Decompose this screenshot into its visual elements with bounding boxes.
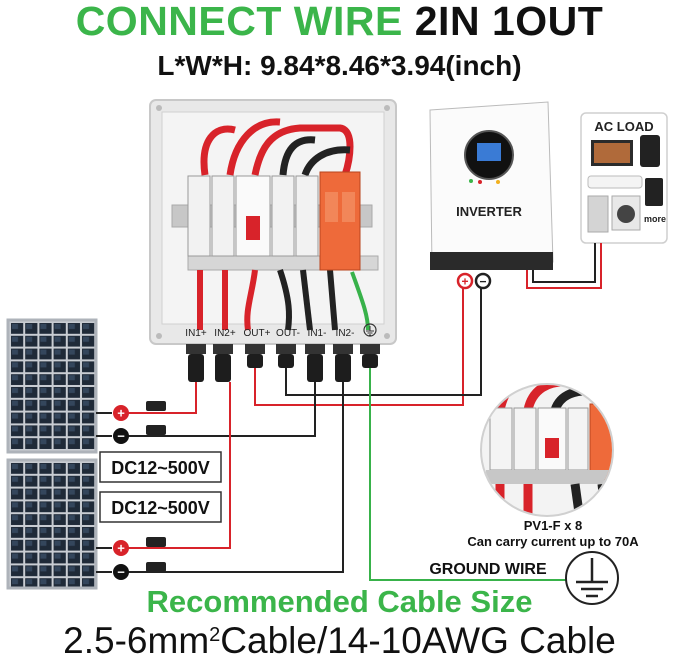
cable-size-sup: 2 xyxy=(209,624,221,646)
ground-wire-label: GROUND WIRE xyxy=(429,561,547,578)
wire-note-line2: Can carry current up to 70A xyxy=(467,534,639,549)
cable-size-pre: 2.5-6mm xyxy=(63,620,210,661)
panel1-minus-label: − xyxy=(117,429,125,444)
inverter-label: INVERTER xyxy=(456,204,522,219)
panel1-plus-icon xyxy=(113,405,129,421)
panel2-plus-label: + xyxy=(117,541,125,556)
panel-connectors xyxy=(96,401,166,573)
page-title: CONNECT WIRE 2IN 1OUT xyxy=(0,0,679,46)
dimensions-text: L*W*H: 9.84*8.46*3.94(inch) xyxy=(157,50,522,81)
title-green: CONNECT WIRE xyxy=(75,0,403,44)
combiner-box xyxy=(149,99,397,382)
inverter-unit xyxy=(429,101,554,290)
panel1-minus-icon xyxy=(113,428,129,444)
title-black: 2IN 1OUT xyxy=(414,0,604,44)
solar-panel-2 xyxy=(6,458,98,590)
voltage-label-2: DC12~500V xyxy=(111,498,210,518)
cable-size-post: Cable/14-10AWG Cable xyxy=(220,620,616,661)
voltage-label-1: DC12~500V xyxy=(111,458,210,478)
terminal-label-in1-plus: IN1+ xyxy=(185,328,207,339)
solar-panel-1 xyxy=(6,318,98,454)
ac-load-panel xyxy=(580,112,668,244)
panel2-plus-icon xyxy=(113,540,129,556)
ac-load-label: AC LOAD xyxy=(594,119,653,134)
panel2-minus-icon xyxy=(113,564,129,580)
terminal-label-in2-plus: IN2+ xyxy=(214,328,236,339)
inverter-plus-terminal: + xyxy=(461,275,468,289)
wire-note-line1: PV1-F x 8 xyxy=(524,518,583,533)
inverter-minus-terminal: − xyxy=(479,275,486,289)
cable-size-text: 2.5-6mm2Cable/14-10AWG Cable xyxy=(0,620,679,662)
terminal-label-out-plus: OUT+ xyxy=(244,328,271,339)
panel2-minus-label: − xyxy=(117,565,125,580)
recommended-cable-heading: Recommended Cable Size xyxy=(146,584,533,619)
panel1-plus-label: + xyxy=(117,406,125,421)
voltage-box-1 xyxy=(99,451,222,483)
terminal-label-in1-minus: IN1- xyxy=(308,328,327,339)
ground-icon xyxy=(565,551,619,605)
ac-load-more: more xyxy=(644,214,666,224)
voltage-box-2 xyxy=(99,491,222,523)
terminal-label-in2-minus: IN2- xyxy=(336,328,355,339)
zoom-detail-circle xyxy=(480,383,614,517)
terminal-label-out-minus: OUT- xyxy=(276,328,300,339)
